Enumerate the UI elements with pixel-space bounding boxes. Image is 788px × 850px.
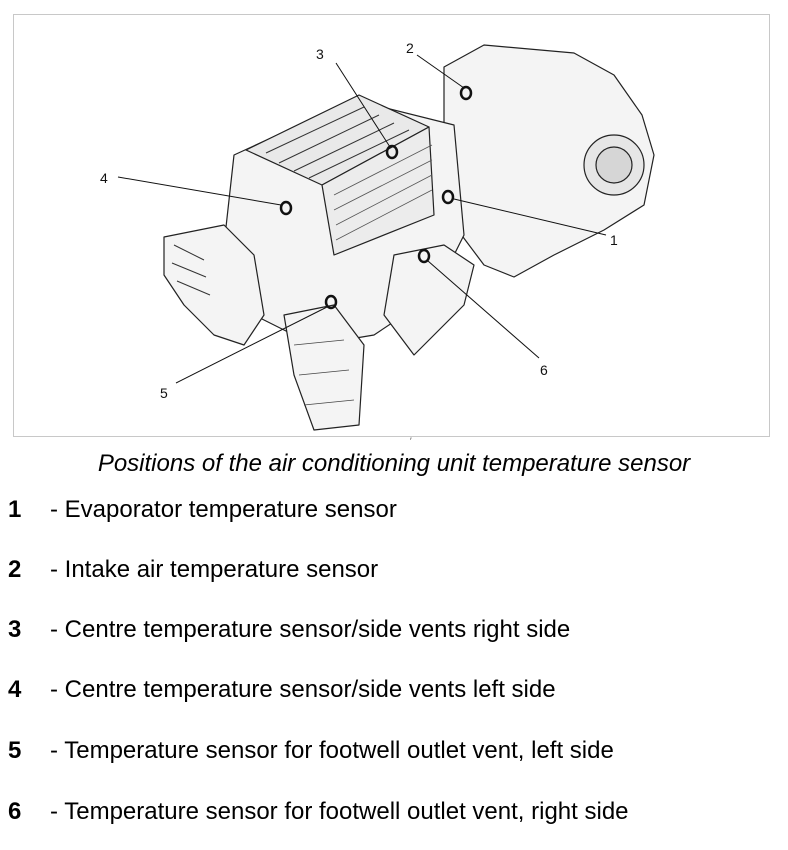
sensor-marker-6 xyxy=(417,248,431,264)
sensor-marker-5 xyxy=(324,294,338,310)
callout-label-5: 5 xyxy=(160,385,168,401)
diagram-frame: 1 2 3 4 5 6 xyxy=(13,14,770,437)
legend-number: 3 xyxy=(8,616,22,643)
legend-item: 5 - Temperature sensor for footwell outl… xyxy=(0,737,788,773)
leader-line-4 xyxy=(117,176,282,206)
legend-text: - Evaporator temperature sensor xyxy=(50,496,397,523)
callout-label-4: 4 xyxy=(100,170,108,186)
legend-number: 2 xyxy=(8,556,22,583)
legend-text: - Intake air temperature sensor xyxy=(50,556,379,583)
sensor-marker-4 xyxy=(279,200,293,216)
sensor-marker-2 xyxy=(459,85,473,101)
legend-number: 1 xyxy=(8,496,22,523)
legend-number: 6 xyxy=(8,798,22,825)
figure-caption: Positions of the air conditioning unit t… xyxy=(97,450,691,477)
left-duct xyxy=(163,224,265,346)
legend-item: 3 - Centre temperature sensor/side vents… xyxy=(0,616,788,652)
leader-line-5 xyxy=(175,306,328,384)
legend-text: - Centre temperature sensor/side vents l… xyxy=(50,676,556,703)
legend-number: 4 xyxy=(8,676,22,703)
legend-text: - Temperature sensor for footwell outlet… xyxy=(50,737,614,764)
legend-item: 6 - Temperature sensor for footwell outl… xyxy=(0,798,788,834)
callout-label-3: 3 xyxy=(316,46,324,62)
leader-line-1 xyxy=(453,198,607,236)
hvac-unit-illustration: 1 2 3 4 5 6 xyxy=(100,40,655,431)
callout-label-1: 1 xyxy=(610,232,618,248)
leader-line-6 xyxy=(427,260,540,359)
legend-item: 1 - Evaporator temperature sensor xyxy=(0,496,788,532)
legend-text: - Temperature sensor for footwell outlet… xyxy=(50,798,629,825)
stray-mark: ′ xyxy=(410,436,412,446)
leader-line-3 xyxy=(335,62,391,148)
legend-text: - Centre temperature sensor/side vents r… xyxy=(50,616,571,643)
leader-line-2 xyxy=(416,54,465,89)
sensor-marker-1 xyxy=(441,189,455,205)
sensor-marker-3 xyxy=(385,144,399,160)
legend-number: 5 xyxy=(8,737,22,764)
footwell-duct-right xyxy=(383,244,475,356)
callout-label-6: 6 xyxy=(540,362,548,378)
legend-item: 2 - Intake air temperature sensor xyxy=(0,556,788,592)
callout-label-2: 2 xyxy=(406,40,414,56)
legend-item: 4 - Centre temperature sensor/side vents… xyxy=(0,676,788,712)
